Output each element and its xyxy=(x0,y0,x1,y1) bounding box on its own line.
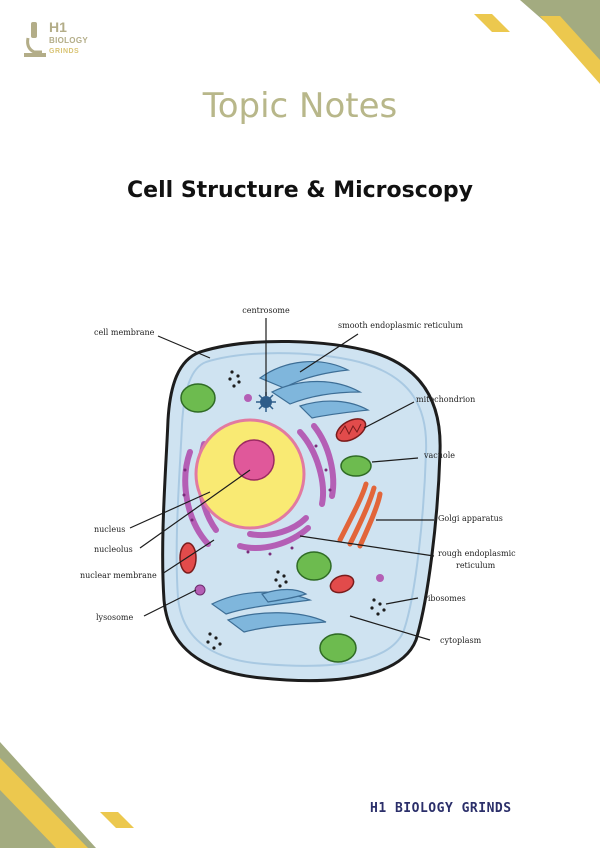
nucleolus xyxy=(233,439,275,481)
footer-brand: H1 BIOLOGY GRINDS xyxy=(370,801,512,816)
green-organelle-2 xyxy=(296,551,332,581)
mitochondrion-2 xyxy=(179,542,197,574)
label-lysosome: lysosome xyxy=(96,613,134,622)
green-organelle-3 xyxy=(319,633,357,663)
label-vacuole: vacuole xyxy=(423,451,455,460)
label-cytoplasm: cytoplasm xyxy=(440,636,482,645)
label-rough-er-line2: reticulum xyxy=(456,561,496,570)
label-mitochondrion: mitochondrion xyxy=(416,395,475,404)
page-title: Cell Structure & Microscopy xyxy=(127,178,473,203)
ribosomes xyxy=(206,370,386,650)
microscope-icon xyxy=(24,22,46,57)
corner-stripe-top-yellow xyxy=(540,16,600,84)
centrosome xyxy=(256,392,276,412)
topic-heading: Topic Notes xyxy=(202,86,398,126)
label-nucleolus: nucleolus xyxy=(94,545,133,554)
corner-stripe-bottom-yellow-small xyxy=(100,812,134,828)
label-centrosome: centrosome xyxy=(242,306,290,315)
label-cell-membrane: cell membrane xyxy=(94,328,155,337)
label-smooth-er: smooth endoplasmic reticulum xyxy=(338,321,463,330)
label-ribosomes: ribosomes xyxy=(424,594,466,603)
rough-er-dots xyxy=(182,444,332,556)
label-golgi: Golgi apparatus xyxy=(438,514,503,523)
logo-line-1: H1 xyxy=(49,19,67,35)
smooth-er-bottom xyxy=(210,588,327,633)
vacuole xyxy=(340,455,372,477)
logo-line-3: GRINDS xyxy=(49,48,80,55)
corner-stripe-bottom-green xyxy=(0,742,96,848)
logo: H1 BIOLOGY GRINDS xyxy=(22,18,132,68)
lysosome-small-2 xyxy=(376,574,384,582)
label-nuclear-membrane: nuclear membrane xyxy=(80,571,157,580)
mitochondrion-3 xyxy=(329,574,355,594)
green-organelle-1 xyxy=(180,383,216,413)
corner-stripe-top-yellow-small xyxy=(474,14,510,32)
lysosome-small xyxy=(244,394,252,402)
logo-line-2: BIOLOGY xyxy=(49,36,88,45)
lysosome xyxy=(194,584,206,596)
corner-stripe-bottom-yellow xyxy=(0,758,88,848)
label-nucleus: nucleus xyxy=(94,525,125,534)
smooth-er-top xyxy=(258,360,370,419)
leader-lines xyxy=(129,318,435,641)
golgi-apparatus xyxy=(337,481,383,549)
mitochondrion xyxy=(335,418,367,442)
label-rough-er-line1: rough endoplasmic xyxy=(438,549,516,558)
